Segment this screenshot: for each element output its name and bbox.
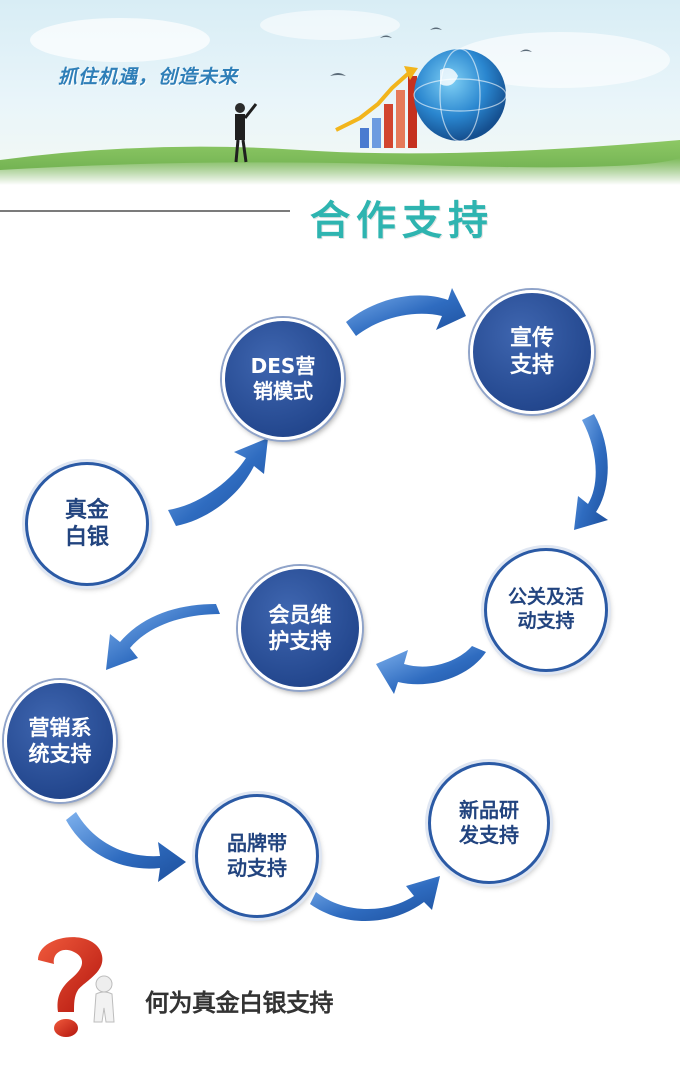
node-brand-driven: 品牌带 动支持 — [195, 794, 319, 918]
node-publicity: 宣传 支持 — [470, 290, 594, 414]
banner-illustration — [0, 10, 680, 185]
node-new-product-rd-label: 新品研 发支持 — [459, 798, 519, 847]
node-zhenjin-baiyin: 真金 白银 — [25, 462, 149, 586]
footer-question: 何为真金白银支持 — [145, 989, 334, 1017]
node-new-product-rd: 新品研 发支持 — [428, 762, 550, 884]
question-mark-figure-icon — [38, 937, 115, 1037]
arrow-5 — [106, 604, 220, 670]
arrow-7 — [310, 876, 440, 922]
node-pr-events: 公关及活 动支持 — [484, 548, 608, 672]
section-title: 合作支持 — [310, 198, 494, 244]
node-des-marketing: DES营 销模式 — [222, 318, 344, 440]
node-brand-driven-label: 品牌带 动支持 — [227, 831, 287, 880]
node-des-marketing-label: DES营 销模式 — [250, 354, 316, 403]
heading-divider — [0, 210, 290, 212]
arrow-4 — [376, 646, 486, 694]
header-banner: 抓住机遇，创造未来 — [0, 0, 680, 185]
node-pr-events-label: 公关及活 动支持 — [507, 586, 584, 632]
node-marketing-system: 营销系 统支持 — [4, 680, 116, 802]
node-publicity-label: 宣传 支持 — [509, 325, 554, 379]
node-member-maintenance-label: 会员维 护支持 — [268, 602, 332, 653]
arrow-2 — [346, 288, 466, 336]
node-member-maintenance: 会员维 护支持 — [238, 566, 362, 690]
node-marketing-system-label: 营销系 统支持 — [28, 715, 92, 766]
arrow-1 — [168, 438, 268, 526]
node-zhenjin-baiyin-label: 真金 白银 — [64, 497, 109, 551]
arrow-3 — [574, 414, 608, 530]
arrow-6 — [66, 812, 186, 882]
banner-slogan: 抓住机遇，创造未来 — [58, 66, 239, 88]
